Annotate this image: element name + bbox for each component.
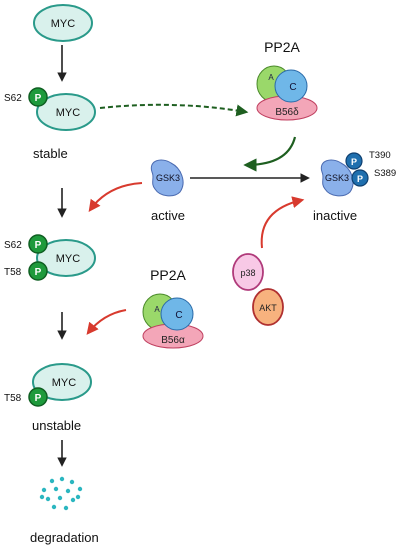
phospho-label: P bbox=[35, 267, 42, 278]
t58-label: T58 bbox=[4, 393, 22, 404]
phospho-label: P bbox=[35, 93, 42, 104]
myc-t58-phosphorylated: MYC P T58 bbox=[4, 363, 92, 407]
pp2a-title-bottom: PP2A bbox=[150, 267, 186, 283]
inactive-label: inactive bbox=[313, 208, 357, 223]
myc-s62-t58-phosphorylated: MYC P P S62 T58 bbox=[4, 234, 96, 281]
pp2a-title-top: PP2A bbox=[264, 39, 300, 55]
arrow-gsk3-to-t58 bbox=[88, 182, 143, 212]
phospho-s62 bbox=[28, 234, 48, 254]
phospho-label: P bbox=[357, 174, 363, 184]
gsk3-label: GSK3 bbox=[325, 173, 349, 183]
s62-label: S62 bbox=[4, 240, 22, 251]
active-label: active bbox=[151, 208, 185, 223]
degradation-dot bbox=[75, 494, 81, 500]
pp2a-subunit-c bbox=[274, 69, 308, 103]
myc-label: MYC bbox=[56, 253, 81, 265]
degradation-dot bbox=[63, 505, 69, 511]
gsk3-label: GSK3 bbox=[156, 173, 180, 183]
phospho-t58 bbox=[28, 387, 48, 407]
phospho-label: P bbox=[351, 157, 357, 167]
myc-label: MYC bbox=[56, 107, 81, 119]
degradation-dot bbox=[59, 476, 65, 482]
myc-unmodified: MYC bbox=[33, 4, 93, 42]
degradation-dot bbox=[51, 504, 57, 510]
unstable-label: unstable bbox=[32, 418, 81, 433]
myc-s62-phosphorylated: MYC P S62 bbox=[4, 87, 96, 131]
pp2a-b56-delta-complex: A C B56δ bbox=[256, 65, 318, 121]
subunit-a-label: A bbox=[268, 73, 274, 82]
arrow-pp2a-to-unstable bbox=[86, 309, 127, 335]
degradation-dots bbox=[39, 476, 83, 511]
subunit-c-label: C bbox=[289, 82, 296, 93]
p38-kinase: p38 bbox=[232, 253, 264, 291]
phospho-t58 bbox=[28, 261, 48, 281]
akt-label: AKT bbox=[259, 303, 277, 313]
myc-label: MYC bbox=[51, 18, 76, 30]
pp2a-subunit-c bbox=[160, 297, 194, 331]
degradation-dot bbox=[49, 478, 55, 484]
t390-label: T390 bbox=[369, 150, 391, 161]
stable-label: stable bbox=[33, 146, 68, 161]
phospho-s62 bbox=[28, 87, 48, 107]
gsk3-inactive: GSK3 P P T390 S389 bbox=[320, 150, 396, 197]
degradation-dot bbox=[45, 496, 51, 502]
arrow-kinases-to-inactive bbox=[260, 196, 305, 249]
b56-alpha-label: B56α bbox=[161, 335, 185, 346]
phospho-s389 bbox=[351, 169, 369, 187]
degradation-dot bbox=[77, 486, 83, 492]
b56-delta-label: B56δ bbox=[275, 107, 299, 118]
akt-kinase: AKT bbox=[252, 288, 284, 326]
s62-label: S62 bbox=[4, 93, 22, 104]
subunit-c-label: C bbox=[175, 310, 182, 321]
degradation-label: degradation bbox=[30, 530, 99, 545]
degradation-dot bbox=[69, 479, 75, 485]
degradation-dot bbox=[53, 486, 59, 492]
t58-label: T58 bbox=[4, 267, 22, 278]
phospho-t390 bbox=[345, 152, 363, 170]
gsk3-active: GSK3 bbox=[150, 159, 184, 197]
s389-label: S389 bbox=[374, 168, 396, 179]
degradation-dot bbox=[57, 495, 63, 501]
dashed-arrow-myc-to-pp2a bbox=[99, 103, 249, 117]
phospho-label: P bbox=[35, 393, 42, 404]
degradation-dot bbox=[70, 497, 76, 503]
phospho-label: P bbox=[35, 240, 42, 251]
degradation-dot bbox=[41, 487, 47, 493]
degradation-dot bbox=[65, 488, 71, 494]
degradation-dot bbox=[39, 494, 45, 500]
myc-label: MYC bbox=[52, 377, 77, 389]
arrow-pp2a-to-active-gsk3 bbox=[243, 136, 297, 172]
pp2a-b56-alpha-complex: A C B56α bbox=[142, 293, 204, 349]
p38-label: p38 bbox=[240, 268, 255, 278]
subunit-a-label: A bbox=[154, 305, 160, 314]
